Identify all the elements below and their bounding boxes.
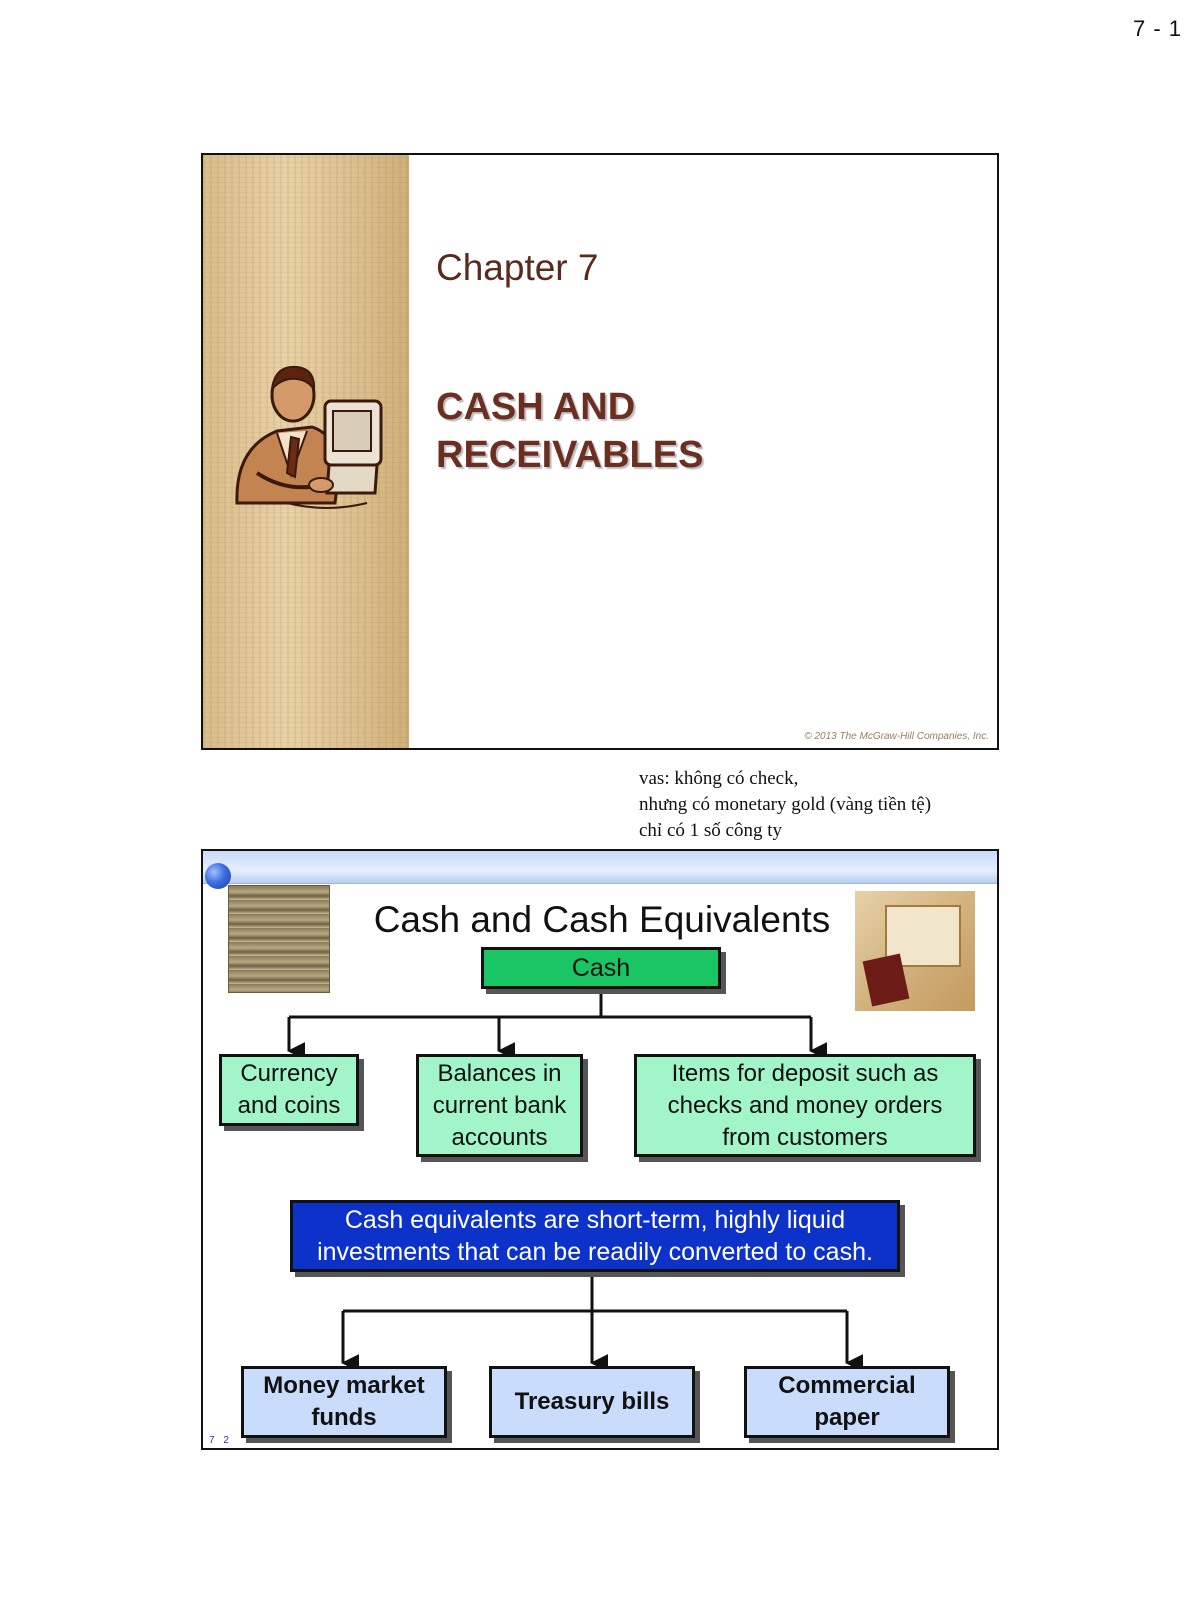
copyright-text: © 2013 The McGraw-Hill Companies, Inc. [804,731,989,742]
treasury-bills-box: Treasury bills [489,1366,695,1438]
commercial-paper-line-1: Commercial [778,1372,916,1399]
bank-line-1: Balances in [437,1059,562,1087]
commercial-paper-box: Commercial paper [744,1366,950,1438]
deposit-items-box: Items for deposit such as checks and mon… [634,1054,976,1157]
businessman-computer-clipart [235,365,383,509]
slide-number: 7 2 [209,1435,232,1446]
money-market-line-2: funds [311,1404,377,1431]
title-slide: Chapter 7 CASH AND RECEIVABLES © 2013 Th… [201,153,999,750]
note-line-3: chỉ có 1 số công ty [639,820,783,841]
bank-line-2: current bank [432,1091,567,1119]
chapter-heading: Chapter 7 [436,247,599,288]
money-market-box: Money market funds [241,1366,447,1438]
commercial-paper-line-2: paper [814,1404,880,1431]
parchment-panel [203,155,409,748]
bank-balances-box: Balances in current bank accounts [416,1054,583,1157]
title-line-1: CASH AND [436,386,636,428]
cash-label: Cash [571,953,631,982]
deposit-line-3: from customers [722,1123,888,1151]
definition-line-1: Cash equivalents are short-term, highly … [344,1206,846,1234]
cash-equivalents-slide: Cash and Cash Equivalents Cash Currency … [201,849,999,1450]
slide-top-bar [203,851,997,884]
annotation-note: vas: không có check, nhưng có monetary g… [639,766,931,844]
cash-equivalents-definition: Cash equivalents are short-term, highly … [290,1200,900,1272]
money-market-line-1: Money market [263,1372,425,1399]
cash-box: Cash [481,947,721,989]
bank-line-3: accounts [451,1123,548,1151]
currency-box: Currency and coins [219,1054,359,1126]
certificates-image [855,891,975,1011]
title-line-2: RECEIVABLES [436,434,704,476]
page-number: 7 - 1 [1132,16,1182,41]
deposit-line-2: checks and money orders [667,1091,943,1119]
currency-line-2: and coins [237,1092,341,1119]
deposit-line-1: Items for deposit such as [671,1059,939,1087]
note-line-2: nhưng có monetary gold (vàng tiền tệ) [639,794,932,815]
blue-orb-icon [205,863,231,889]
note-line-1: vas: không có check, [639,768,799,789]
currency-line-1: Currency [240,1060,338,1087]
slide-title: CASH AND RECEIVABLES [436,383,703,479]
money-stack-image [228,885,330,993]
definition-line-2: investments that can be readily converte… [317,1238,873,1266]
treasury-bills-label: Treasury bills [514,1388,670,1415]
diagram-connectors [287,989,864,1372]
slide-title: Cash and Cash Equivalents [373,899,831,940]
